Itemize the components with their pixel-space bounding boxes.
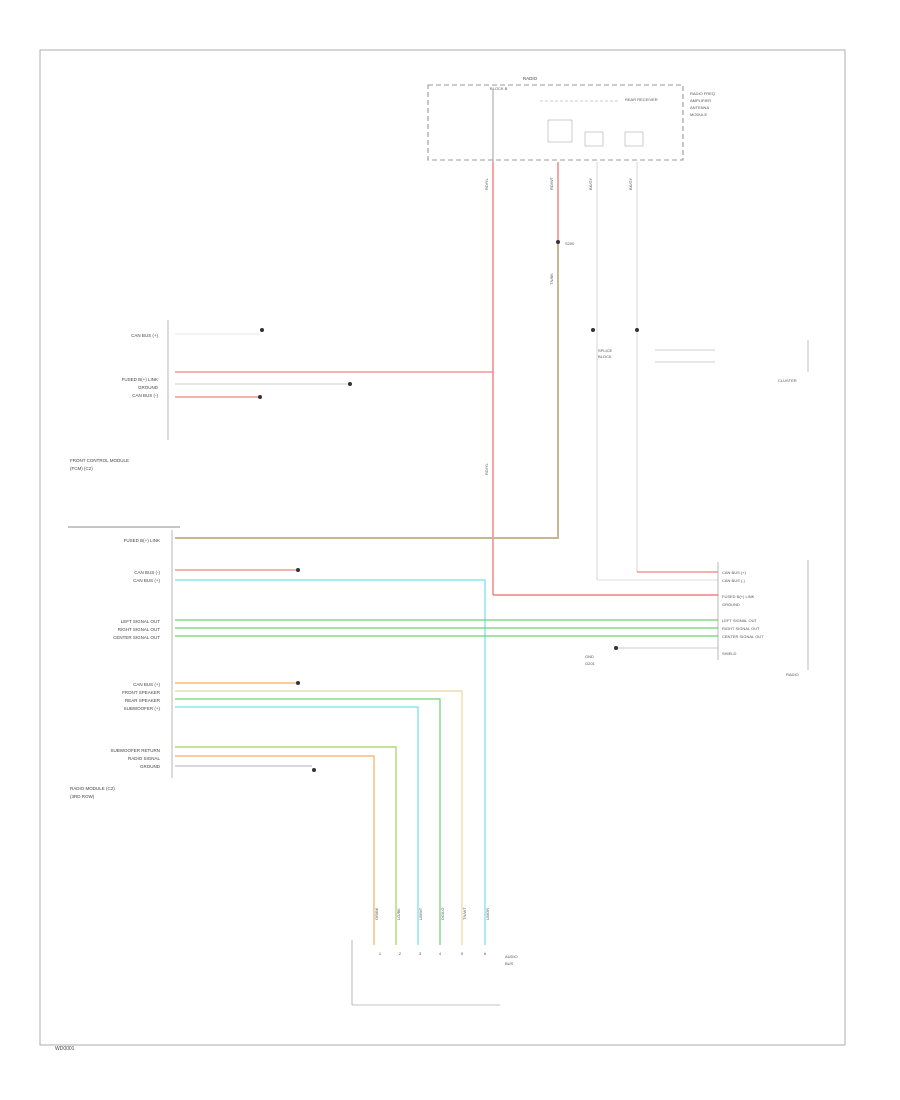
right-label-5: LEFT SIGNAL OUT <box>722 618 757 623</box>
bottom-wire-label-4: DG/LG <box>440 908 445 920</box>
radio-c2-label-d3: GROUND <box>140 764 161 769</box>
right-ground-dot <box>614 646 618 650</box>
splice-label: S200 <box>565 241 575 246</box>
radio-c2-label-a3: CAN BUS (+) <box>133 578 160 583</box>
right-ground-label-1: GND <box>585 654 594 659</box>
wire-tan <box>175 244 559 539</box>
module-fuse-block <box>547 119 573 143</box>
module-relay-1 <box>584 131 604 147</box>
bottom-wire-label-3: LB/WT <box>418 907 423 920</box>
fcm-label-3: GROUND <box>138 385 159 390</box>
c2-wire-tan-2 <box>175 690 463 945</box>
splice-dot-1 <box>591 328 595 332</box>
wire-label-tan: TN/BK <box>549 273 554 285</box>
bottom-wire-label-6: LB/OR <box>485 908 490 920</box>
radio-c2-label-a2: CAN BUS (-) <box>134 570 160 575</box>
right-label-7: CENTER SIGNAL OUT <box>722 634 764 639</box>
radio-c2-label-b2: RIGHT SIGNAL OUT <box>118 627 161 632</box>
c2-wire-cyan <box>175 579 486 945</box>
fcm-label-2: FUSED B(+) LINK <box>122 377 158 382</box>
wire-label-gy1-top: BK/GY <box>588 177 593 190</box>
bottom-pin-4: 4 <box>439 951 442 956</box>
c2-wire-lime <box>175 746 397 945</box>
c2-wire-orange-1-dot <box>296 681 300 685</box>
c2-wire-green-4 <box>175 698 441 945</box>
fcm-label-4: CAN BUS (-) <box>132 393 158 398</box>
radio-c2-label-c1: CAN BUS (+) <box>133 682 160 687</box>
radio-module-line-3: ANTENNA <box>690 105 709 110</box>
radio-c2-label-a1: FUSED B(+) LINK <box>124 538 160 543</box>
bottom-pin-1: 1 <box>379 951 382 956</box>
c2-wire-red-dot <box>296 568 300 572</box>
bottom-wire-label-1: OR/BK <box>374 907 379 920</box>
fcm-caption-1: FRONT CONTROL MODULE <box>70 458 129 463</box>
radio-c2-caption-2: (3RD ROW) <box>70 794 95 799</box>
radio-c2-label-b3: CENTER SIGNAL OUT <box>113 635 160 640</box>
module-relay-2 <box>624 131 644 147</box>
fcm-label-1: CAN BUS (+) <box>131 333 158 338</box>
splice-block-label-2: BLOCK <box>598 354 612 359</box>
wire-label-gy2-top: BK/GY <box>628 177 633 190</box>
bottom-pin-2: 2 <box>399 951 402 956</box>
radio-c2-label-d2: RADIO SIGNAL <box>128 756 161 761</box>
radio-module-note: REAR RECEIVER <box>625 97 658 102</box>
right-label-8: SHIELD <box>722 651 737 656</box>
wire-label-red-mid: RD/YL <box>484 462 489 475</box>
radio-c2-caption-1: RADIO MODULE (C2) <box>70 786 115 791</box>
wire-label-red2-top: RD/WT <box>549 176 554 190</box>
right-caption: RADIO <box>786 672 799 677</box>
fcm-wire-red2-dot <box>258 395 262 399</box>
radio-c2-label-c2: FRONT SPEAKER <box>122 690 161 695</box>
right-label-6: RIGHT SIGNAL OUT <box>722 626 760 631</box>
bottom-pin-3: 3 <box>419 951 422 956</box>
radio-c2-label-c3: REAR SPEAKER <box>125 698 161 703</box>
radio-c2-label-b1: LEFT SIGNAL OUT <box>121 619 161 624</box>
right-label-2: CAN BUS (-) <box>722 578 746 583</box>
splice-block-label-1: SPLICE <box>598 348 613 353</box>
fcm-wire-gray-dot <box>348 382 352 386</box>
right-ground-label-2: G201 <box>585 661 596 666</box>
splice-dot-2 <box>635 328 639 332</box>
bottom-wire-label-5: TN/WT <box>462 907 467 920</box>
bottom-pin-5: 5 <box>461 951 464 956</box>
radio-module-line-4: MODULE <box>690 112 707 117</box>
radio-c2-label-c4: SUBWOOFER (+) <box>124 706 161 711</box>
c2-wire-orange-2 <box>175 755 375 945</box>
radio-module-sub: BLOCK B <box>490 86 508 91</box>
cluster-label: CLUSTER <box>778 378 797 383</box>
diagram-frame <box>39 49 846 1046</box>
radio-module-line-2: AMPLIFIER <box>690 98 711 103</box>
right-label-4: GROUND <box>722 602 740 607</box>
right-label-3: FUSED B(+) LINK <box>722 594 755 599</box>
radio-module-box <box>427 84 684 161</box>
bottom-wire-label-2: LG/BK <box>396 908 401 920</box>
bottom-caption-1: AUDIO <box>505 954 518 959</box>
fcm-wire-1-dot <box>260 328 264 332</box>
right-label-1: CAN BUS (+) <box>722 570 747 575</box>
footer-reference: WD0001 <box>55 1046 75 1052</box>
c2-ground-dot <box>312 768 316 772</box>
c2-wire-cyan-2 <box>175 706 419 945</box>
fcm-caption-2: (FCM) (C2) <box>70 466 93 471</box>
wire-label-red-top: RD/YL <box>484 177 489 190</box>
splice-dot-tan <box>556 240 560 244</box>
bottom-caption-2: BUS <box>505 961 514 966</box>
radio-c2-label-d1: SUBWOOFER RETURN <box>111 748 161 753</box>
bottom-pin-6: 6 <box>484 951 487 956</box>
radio-module-line-1: RADIO FREQ <box>690 91 715 96</box>
radio-module-title: RADIO <box>523 76 538 81</box>
